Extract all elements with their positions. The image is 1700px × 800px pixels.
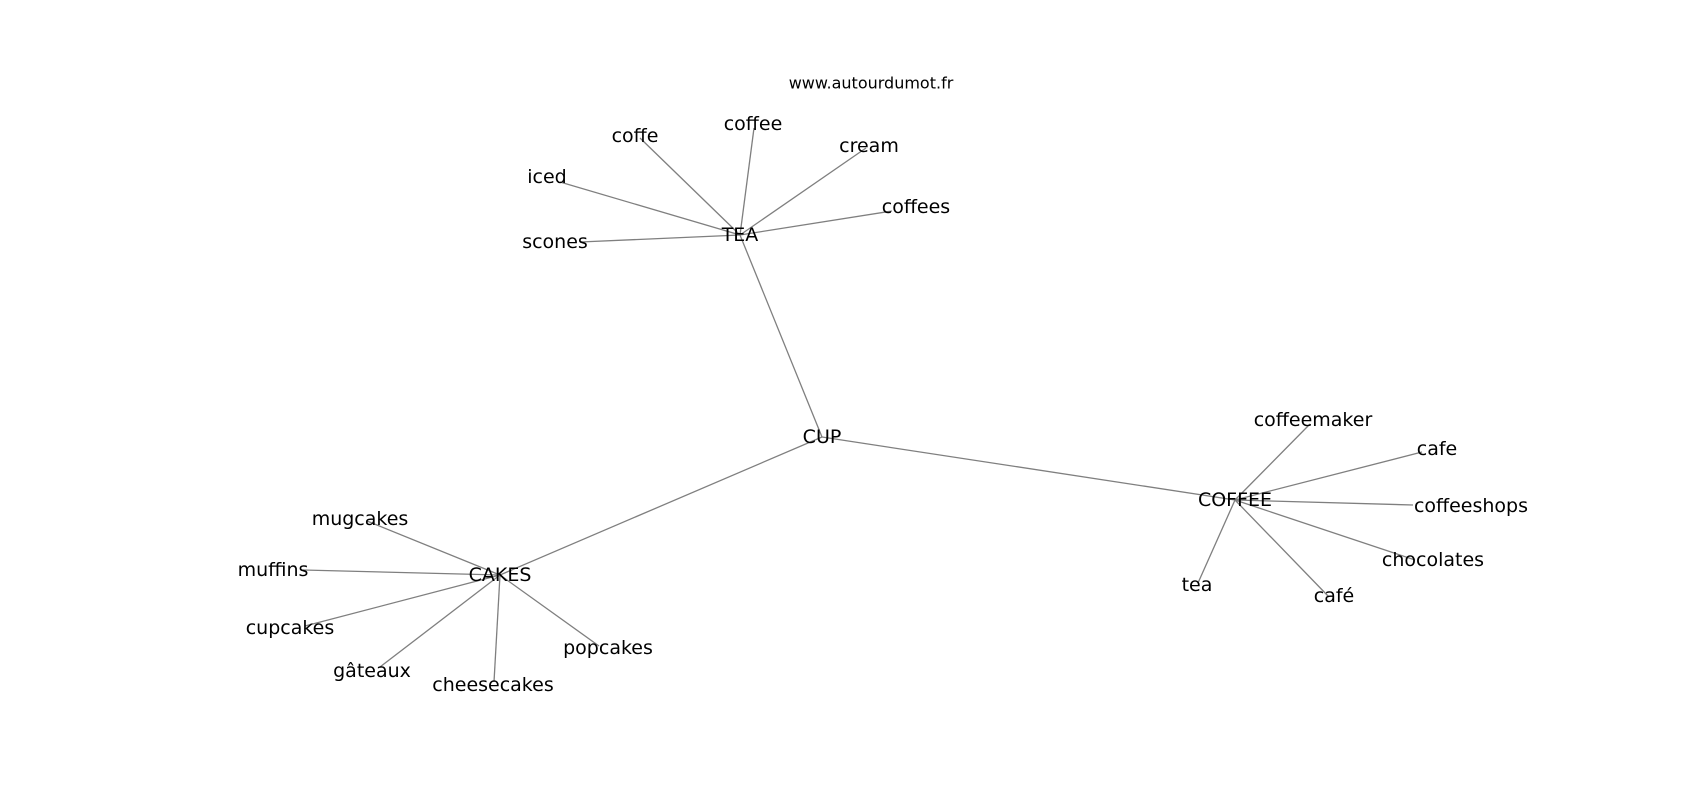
edge-coffee-hub-coffeeshops [1234,499,1414,506]
node-label-coffees: coffees [882,196,950,218]
edge-cakes-mugcakes [366,520,501,576]
watermark-text: www.autourdumot.fr [789,74,954,93]
edge-coffee-hub-coffeemaker [1234,423,1311,501]
edge-tea-coffe [639,137,741,236]
node-label-popcakes: popcakes [563,637,653,659]
node-label-iced: iced [527,166,566,188]
node-label-chocolates: chocolates [1382,549,1484,571]
node-label-cream: cream [839,135,899,157]
edge-cup-coffee-hub [821,436,1236,501]
node-label-mugcakes: mugcakes [312,508,409,530]
graph-nodes: CUP TEA COFFEE CAKES coffe coffee cream iced cof… [238,113,1528,696]
edge-cakes-gateaux [379,574,501,668]
edge-coffee-hub-tea-leaf [1197,499,1236,584]
node-label-cupcakes: cupcakes [246,617,335,639]
node-label-cafe-accent: café [1314,585,1354,607]
edge-tea-iced [559,181,741,236]
node-label-coffeeshops: coffeeshops [1414,495,1528,517]
edge-cup-cakes [499,436,823,576]
edge-cup-tea [739,234,823,438]
node-label-tea-leaf: tea [1182,574,1213,596]
edge-cakes-cheesecakes [493,574,501,683]
node-label-coffeemaker: coffeemaker [1254,409,1373,431]
node-label-cakes: CAKES [469,564,532,586]
edge-coffee-hub-cafe [1234,451,1423,501]
node-label-tea: TEA [721,224,759,246]
edge-coffee-hub-cafe-accent [1234,499,1330,598]
edge-cakes-cupcakes [304,574,501,627]
node-label-scones: scones [522,231,588,253]
graph-edges [302,127,1423,683]
node-label-cheesecakes: cheesecakes [432,674,553,696]
edge-tea-coffees [739,210,893,236]
edge-tea-cream [739,147,867,236]
node-label-cafe: cafe [1417,438,1457,460]
edge-tea-coffee [739,127,755,236]
node-label-coffe: coffe [612,125,659,147]
edge-tea-scones [579,234,741,243]
node-label-muffins: muffins [238,559,309,581]
node-label-gateaux: gâteaux [333,660,411,682]
node-label-coffee: coffee [724,113,783,135]
edge-cakes-popcakes [499,574,600,647]
node-label-coffee-hub: COFFEE [1198,489,1272,511]
edge-cakes-muffins [302,569,501,576]
edge-coffee-hub-chocolates [1234,499,1416,561]
node-label-cup: CUP [803,426,842,448]
